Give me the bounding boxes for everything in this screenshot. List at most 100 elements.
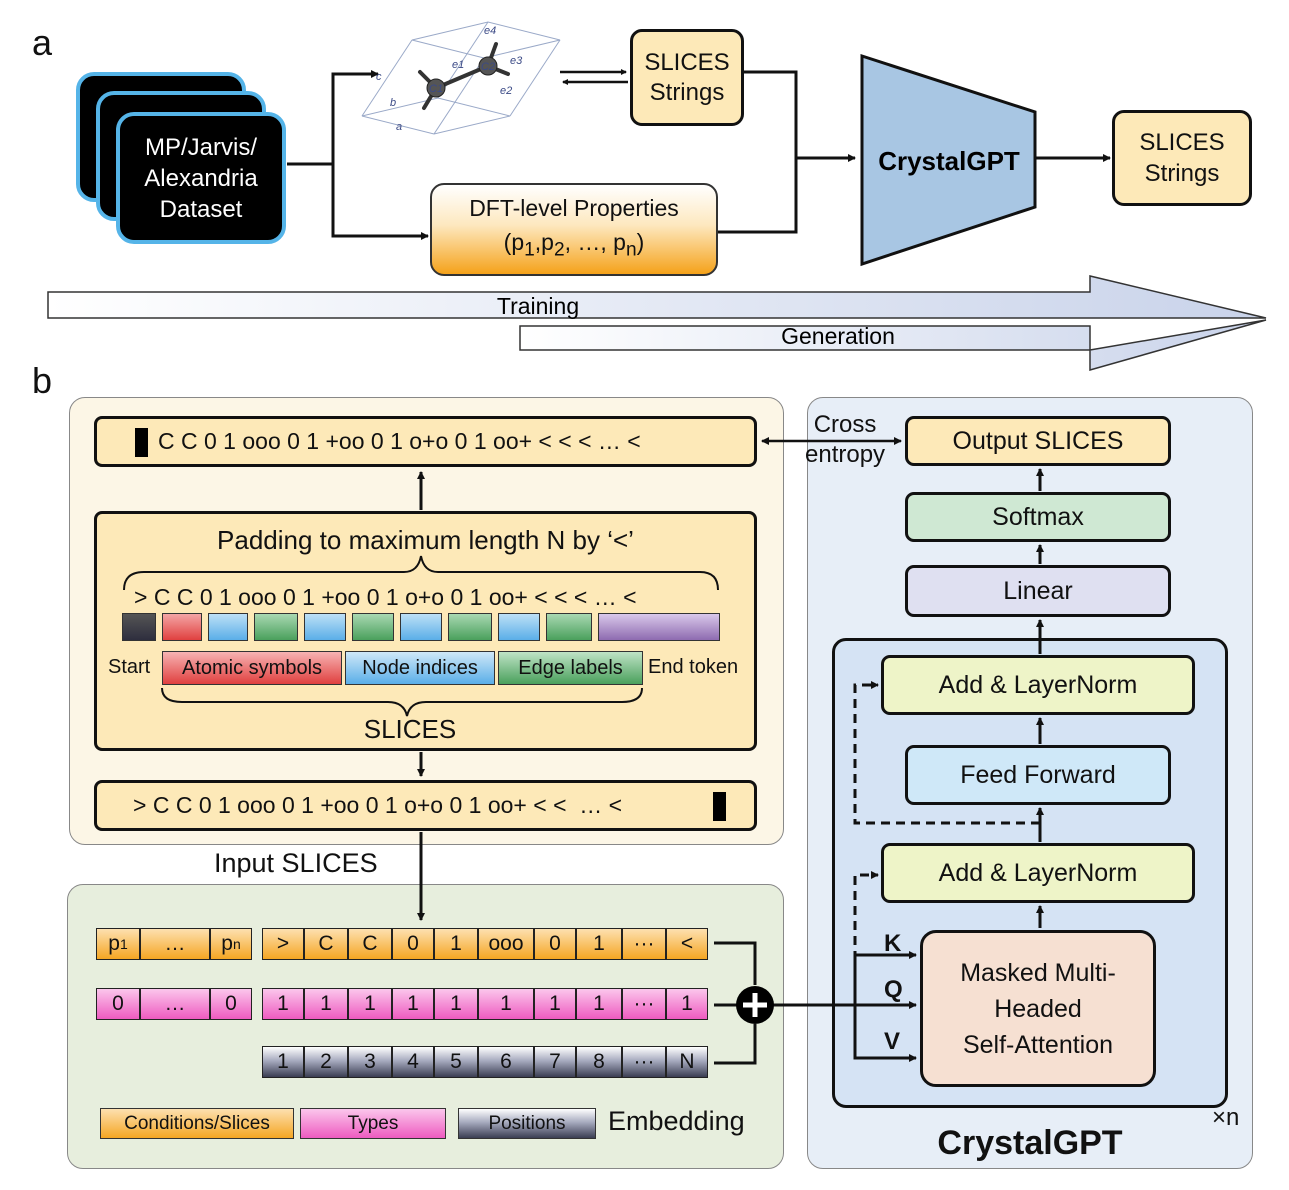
type-condition-cell: …: [140, 988, 210, 1020]
token-cell: <: [666, 928, 708, 960]
legend-conditions: Conditions/Slices: [100, 1108, 294, 1139]
add-norm-top-box: Add & LayerNorm: [881, 655, 1195, 715]
input-slices-label: Input SLICES: [214, 848, 378, 878]
crystal-label-b: b: [390, 97, 396, 109]
type-cell: ···: [622, 988, 666, 1020]
token-bar-edge-3: [448, 613, 492, 641]
type-cell: 1: [434, 988, 478, 1020]
end-token-label: End token: [648, 656, 739, 678]
padded-slices-text: > C C 0 1 ooo 0 1 +oo 0 1 o+o 0 1 oo+ < …: [134, 584, 637, 610]
position-cell: 6: [478, 1046, 534, 1078]
type-condition-cell: 0: [210, 988, 252, 1020]
type-cell: 1: [478, 988, 534, 1020]
token-cell: ooo: [478, 928, 534, 960]
type-cell: 1: [534, 988, 576, 1020]
token-bar-node-2: [304, 613, 346, 641]
crystalgpt-label-a: CrystalGPT: [878, 146, 1020, 176]
generation-label: Generation: [781, 323, 895, 349]
start-token-label: Start: [108, 656, 151, 678]
query-label: Q: [884, 976, 903, 1003]
token-cell: C: [304, 928, 348, 960]
token-cell: C: [348, 928, 392, 960]
token-bar-node-3: [400, 613, 442, 641]
dataset-line-1: MP/Jarvis/: [144, 133, 257, 161]
position-cell: N: [666, 1046, 708, 1078]
type-cell: 1: [304, 988, 348, 1020]
crystal-label-e3: e3: [510, 55, 523, 67]
crystal-label-e1: e1: [452, 59, 464, 71]
generation-arrow: [519, 319, 1267, 371]
token-bar-edge-4: [546, 613, 592, 641]
position-cell: ···: [622, 1046, 666, 1078]
key-label: K: [884, 930, 902, 957]
attention-line-3: Self-Attention: [962, 1030, 1114, 1059]
target-slices-text: C C 0 1 ooo 0 1 +oo 0 1 o+o 0 1 oo+ < < …: [158, 428, 641, 454]
end-cursor-icon: [713, 792, 726, 821]
token-bar-start: [122, 613, 156, 641]
target-slices-box: C C 0 1 ooo 0 1 +oo 0 1 o+o 0 1 oo+ < < …: [94, 416, 757, 467]
output-strings-line-2: Strings: [1144, 160, 1220, 187]
position-cell: 5: [434, 1046, 478, 1078]
crystal-label-c2: C2: [481, 61, 495, 73]
legend-positions: Positions: [458, 1108, 596, 1139]
slices-strings-line-1: SLICES: [644, 48, 730, 76]
atomic-symbols-label: Atomic symbols: [162, 651, 342, 685]
token-bar-edge-1: [254, 613, 298, 641]
crystalgpt-block: [860, 53, 1037, 267]
training-arrow: [47, 275, 1267, 319]
slices-strings-box: SLICES Strings: [630, 29, 744, 126]
training-label: Training: [497, 293, 579, 319]
position-cell: 7: [534, 1046, 576, 1078]
crystal-structure-icon: C1 C2 e1 e2 e3 e4 a b c: [361, 21, 561, 135]
dataset-card: MP/Jarvis/ Alexandria Dataset: [116, 112, 286, 244]
output-slices-box: Output SLICES: [905, 416, 1171, 466]
output-strings-line-1: SLICES: [1139, 129, 1225, 156]
output-strings-box: SLICES Strings: [1112, 110, 1252, 206]
type-cell: 1: [392, 988, 434, 1020]
type-condition-cell: 0: [96, 988, 140, 1020]
linear-box: Linear: [905, 565, 1171, 617]
token-bar-node-4: [498, 613, 540, 641]
position-cell: 3: [348, 1046, 392, 1078]
crystal-label-c1: C1: [429, 83, 443, 95]
token-bar-atomic-1: [162, 613, 202, 641]
legend-types: Types: [300, 1108, 446, 1139]
cross-entropy-line-2: entropy: [805, 441, 886, 468]
input-slices-box: > C C 0 1 ooo 0 1 +oo 0 1 o+o 0 1 oo+ < …: [94, 780, 757, 831]
crystal-slices-arrows: [560, 69, 628, 85]
panel-a-graphics: CrystalGPT C1 C2: [47, 21, 1267, 371]
crystal-label-a: a: [396, 121, 402, 133]
condition-cell: …: [140, 928, 210, 960]
edge-labels-label: Edge labels: [498, 651, 643, 685]
crystal-label-c: c: [376, 71, 382, 83]
position-cell: 8: [576, 1046, 622, 1078]
dft-variables: (p1,p2, …, pn): [503, 229, 645, 261]
attention-line-2: Headed: [994, 994, 1082, 1023]
embedding-title: Embedding: [608, 1106, 745, 1136]
dataset-line-3: Dataset: [159, 195, 243, 223]
attention-box: Masked Multi- Headed Self-Attention: [920, 930, 1156, 1087]
panel-a-label: a: [32, 22, 53, 63]
dft-properties-box: DFT-level Properties (p1,p2, …, pn): [430, 183, 718, 276]
cross-entropy-label: Cross entropy: [805, 410, 885, 470]
type-cell: 1: [666, 988, 708, 1020]
value-label: V: [884, 1028, 901, 1055]
crystal-label-e4: e4: [484, 25, 496, 37]
attention-line-1: Masked Multi-: [960, 958, 1116, 987]
token-cell: 1: [434, 928, 478, 960]
position-cell: 2: [304, 1046, 348, 1078]
padding-title: Padding to maximum length N by ‘<’: [217, 524, 634, 555]
cross-entropy-line-1: Cross: [813, 411, 877, 438]
start-cursor-icon: [135, 428, 148, 457]
merge-arrows: [718, 70, 1111, 234]
dataset-line-2: Alexandria: [144, 164, 258, 192]
crystalgpt-label-b: CrystalGPT: [937, 1123, 1123, 1162]
softmax-box: Softmax: [905, 492, 1171, 542]
node-indices-label: Node indices: [345, 651, 495, 685]
token-cell: 0: [534, 928, 576, 960]
dataset-fork-arrows: [287, 70, 429, 240]
token-bar-node-1: [208, 613, 248, 641]
